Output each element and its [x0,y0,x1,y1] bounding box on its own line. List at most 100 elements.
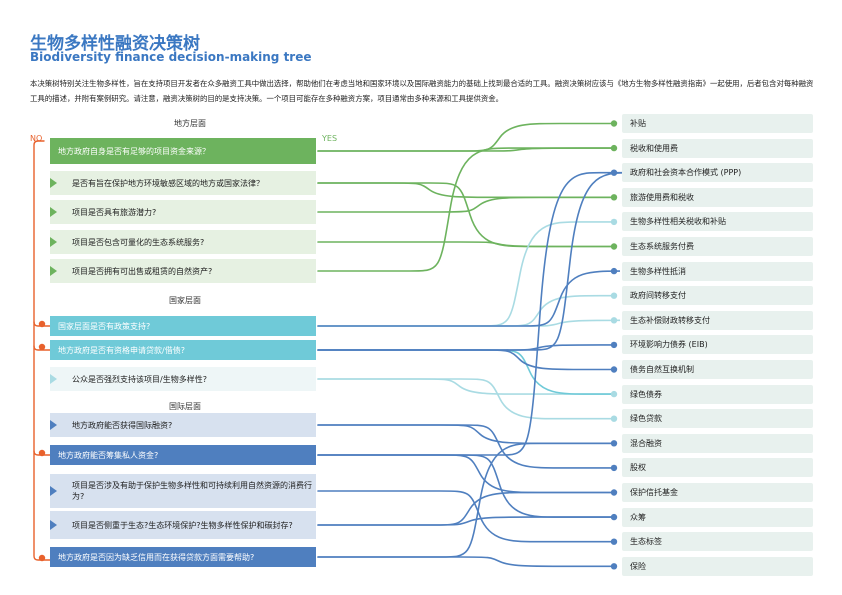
connector-dot [610,218,618,226]
connector-link [317,319,621,327]
section-international: 国际层面 [169,402,201,411]
outcome-label: 绿色贷款 [630,414,662,424]
connector-link [317,344,613,351]
question-arrow-icon [50,237,57,247]
connector-link [317,349,613,371]
connector-link [317,270,621,327]
connector-dot [610,415,618,422]
question-label: 项目是否涉及有助于保护生物多样性和可持续利用自然资源的消费行为? [72,481,312,501]
question-1: 地方政府自身是否有足够的项目资金来源？ [50,138,316,164]
connector-dot [610,538,618,545]
question-label: 地方政府能否获得国际融资? [72,420,173,430]
outcome-15: 股权 [622,458,813,478]
connector-dot [610,563,618,570]
outcome-14: 混合融资 [622,433,813,453]
connector-dot [610,120,618,127]
connector-link [317,241,613,248]
connector-link [317,424,613,445]
connector-dot [610,243,618,250]
connector-dot [610,440,618,447]
connector-dot [610,390,618,398]
question-label: 项目是否侧重于生态?生态环境保护?生物多样性保护和碳封存? [72,520,293,530]
question-label: 公众是否强烈支持该项目/生物多样性? [72,374,207,384]
outcome-label: 生物多样性相关税收和补贴 [630,217,726,227]
connector-link [317,491,613,526]
outcome-8: 政府间转移支付 [622,286,813,306]
connector-link [317,171,631,351]
connector-link [317,182,613,199]
connector-dot [38,343,46,351]
question-3: 项目是否具有旅游潜力? [50,200,316,224]
outcome-10: 环境影响力债券 (EIB) [622,335,813,355]
outcome-18: 生态标签 [622,532,813,552]
section-local: 地方层面 [174,119,206,128]
question-label: 项目是否具有旅游潜力? [72,207,157,217]
outcome-11: 债务自然互换机制 [622,360,813,379]
outcome-label: 补贴 [630,119,646,128]
connector-link [317,378,613,395]
question-arrow-icon [50,266,57,276]
outcome-label: 生态补偿财政转移支付 [630,315,710,325]
question-arrow-icon [50,374,57,384]
connector-link [317,122,613,152]
outcome-label: 绿色债券 [630,389,662,399]
question-label: 地方政府是否因为缺乏信用而在获得贷款方面需要帮助? [58,552,255,562]
connector-link [317,147,613,272]
title-english: Biodiversity finance decision-making tre… [30,50,312,64]
question-9: 地方政府能否获得国际融资? [50,413,316,437]
no-branch [33,321,51,327]
outcome-label: 税收和使用费 [630,143,678,153]
connector-dot [610,267,618,275]
outcome-label: 环境影响力债券 (EIB) [630,340,708,350]
question-11: 项目是否涉及有助于保护生物多样性和可持续利用自然资源的消费行为? [50,474,316,508]
title-chinese: 生物多样性融资决策树 [30,34,200,54]
outcome-12: 绿色债券 [622,384,813,404]
question-label: 地方政府自身是否有足够的项目资金来源？ [58,146,210,156]
connector-link [317,442,613,558]
no-branch [33,345,51,351]
connector-link [317,349,613,395]
question-label: 地方政府是否有资格申请贷款/借债? [58,345,185,355]
connector-dot [38,449,46,457]
question-4: 项目是否包含可量化的生态系统服务? [50,230,316,254]
question-label: 地方政府能否筹集私人资金? [58,450,159,460]
question-arrow-icon [50,420,57,430]
connector-link [317,171,613,456]
connector-link [317,378,613,420]
connector-link [317,454,613,494]
connector-link [317,424,613,469]
question-label: 是否有旨在保护地方环境敏感区域的地方或国家法律？ [72,178,264,188]
question-8: 公众是否强烈支持该项目/生物多样性? [50,367,316,391]
outcome-label: 债务自然互换机制 [630,365,694,374]
outcome-label: 保险 [630,561,646,571]
connector-dot [38,320,46,328]
outcome-1: 补贴 [622,114,813,133]
outcome-label: 生物多样性抵消 [630,266,686,276]
outcome-label: 政府间转移支付 [630,291,686,301]
outcome-label: 混合融资 [630,438,662,448]
question-arrow-icon [50,520,57,530]
connector-dot [610,292,618,299]
question-arrow-icon [50,207,57,217]
question-12: 项目是否侧重于生态?生态环境保护?生物多样性保护和碳封存? [50,511,316,539]
outcome-6: 生态系统服务付费 [622,237,813,256]
connector-dot [610,194,618,201]
question-label: 项目是否包含可量化的生态系统服务? [72,237,205,247]
outcome-5: 生物多样性相关税收和补贴 [622,212,813,232]
question-5: 项目是否拥有可出售或租赁的自然资产? [50,259,316,283]
no-spine [33,140,51,561]
section-national: 国家层面 [169,296,201,305]
outcome-label: 股权 [630,463,646,473]
question-13: 地方政府是否因为缺乏信用而在获得贷款方面需要帮助? [50,547,316,567]
question-6: 国家层面是否有政策支持? [50,316,316,336]
connector-dot [38,554,46,562]
connector-dot [610,144,618,152]
outcome-13: 绿色贷款 [622,409,813,429]
connector-link [317,221,613,327]
outcome-label: 众筹 [630,512,646,522]
question-label: 国家层面是否有政策支持? [58,321,151,331]
outcome-3: 政府和社会资本合作模式 (PPP) [622,163,813,183]
connector-dot [610,317,618,324]
outcome-7: 生物多样性抵消 [622,261,813,281]
